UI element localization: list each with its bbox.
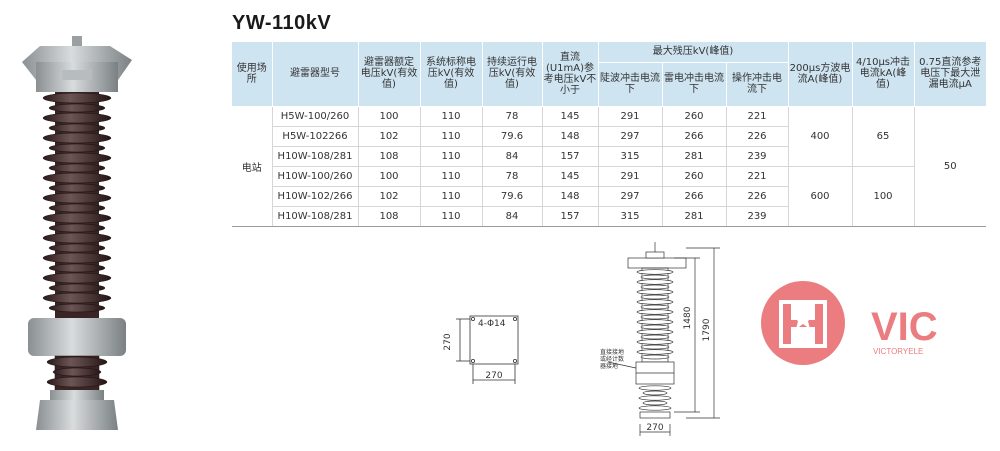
system-cell: 110: [420, 126, 483, 147]
header-switching: 操作冲击电流下: [726, 62, 789, 107]
cont-cell: 78: [482, 166, 543, 187]
header-model: 避雷器型号: [272, 42, 359, 107]
dc-cell: 157: [542, 146, 599, 167]
header-impulse: 4/10μs冲击电流kA(峰值): [852, 42, 915, 107]
square-wave-cell: 400: [788, 106, 853, 167]
lightning-cell: 260: [662, 166, 727, 187]
table-row: H10W-108/281 108 110 84 157 315 281 239: [232, 206, 986, 227]
switching-cell: 221: [726, 106, 789, 127]
dc-cell: 145: [542, 106, 599, 127]
steep-cell: 297: [598, 186, 663, 207]
rated-cell: 102: [358, 126, 421, 147]
logo-text: VIC: [871, 305, 938, 349]
rated-cell: 100: [358, 106, 421, 127]
elevation-dim-outer: 1790: [702, 318, 712, 341]
square-wave-cell: 600: [788, 166, 853, 227]
impulse-cell: 100: [852, 166, 915, 227]
switching-cell: 226: [726, 126, 789, 147]
header-system-voltage: 系统标称电压kV(有效值): [420, 42, 483, 107]
rated-cell: 102: [358, 186, 421, 207]
system-cell: 110: [420, 146, 483, 167]
steep-cell: 291: [598, 106, 663, 127]
table-row: H10W-102/266 102 110 79.6 148 297 266 22…: [232, 186, 986, 207]
elevation-dim-inner: 1480: [683, 306, 693, 329]
base-width-dim: 270: [485, 371, 502, 381]
grounding-note-line2: 或经计数: [600, 355, 624, 363]
table-row: H5W-102266 102 110 79.6 148 297 266 226: [232, 126, 986, 147]
header-dc-ref: 直流(U1mA)参考电压kV不小于: [542, 42, 599, 107]
dc-cell: 148: [542, 186, 599, 207]
table-row: H10W-108/281 108 110 84 157 315 281 239: [232, 146, 986, 167]
cont-cell: 79.6: [482, 186, 543, 207]
lightning-cell: 266: [662, 126, 727, 147]
model-cell: H5W-102266: [272, 126, 359, 147]
model-cell: H10W-108/281: [272, 146, 359, 167]
switching-cell: 239: [726, 146, 789, 167]
system-cell: 110: [420, 106, 483, 127]
logo-subtext: VICTORYELE: [873, 347, 923, 356]
system-cell: 110: [420, 186, 483, 207]
cont-cell: 79.6: [482, 126, 543, 147]
header-residual-group: 最大残压kV(峰值): [598, 42, 789, 63]
model-cell: H10W-102/266: [272, 186, 359, 207]
dc-cell: 157: [542, 206, 599, 227]
lightning-cell: 281: [662, 206, 727, 227]
system-cell: 110: [420, 206, 483, 227]
model-cell: H10W-108/281: [272, 206, 359, 227]
page-title: YW-110kV: [232, 12, 332, 34]
switching-cell: 239: [726, 206, 789, 227]
arrester-photo: [22, 36, 132, 430]
header-cont-voltage: 持续运行电压kV(有效值): [482, 42, 543, 107]
lightning-cell: 260: [662, 106, 727, 127]
system-cell: 110: [420, 166, 483, 187]
lightning-cell: 281: [662, 146, 727, 167]
table-row: H10W-100/260 100 110 78 145 291 260 221 …: [232, 166, 986, 227]
header-steep: 陡波冲击电流下: [598, 62, 663, 107]
switching-cell: 221: [726, 166, 789, 187]
impulse-cell: 65: [852, 106, 915, 167]
header-site: 使用场所: [232, 42, 273, 107]
header-lightning: 雷电冲击电流下: [662, 62, 727, 107]
header-rated-voltage: 避雷器额定电压kV(有效值): [358, 42, 421, 107]
spec-table: 使用场所 避雷器型号 避雷器额定电压kV(有效值) 系统标称电压kV(有效值) …: [232, 42, 986, 227]
header-square-wave: 200μs方波电流A(峰值): [788, 42, 853, 107]
cont-cell: 84: [482, 206, 543, 227]
dc-cell: 145: [542, 166, 599, 187]
table-row: 电站 H5W-100/260 100 110 78 145 291 260 22…: [232, 106, 986, 227]
rated-cell: 100: [358, 166, 421, 187]
steep-cell: 291: [598, 166, 663, 187]
hole-label: 4-Φ14: [478, 319, 506, 329]
switching-cell: 226: [726, 186, 789, 207]
grounding-note-line1: 直接接地: [600, 348, 624, 356]
model-cell: H10W-100/260: [272, 166, 359, 187]
elevation-base-dim: 270: [646, 423, 663, 433]
site-cell: 电站: [232, 106, 273, 227]
header-leakage: 0.75直流参考电压下最大泄漏电流μA: [914, 42, 986, 107]
cont-cell: 78: [482, 106, 543, 127]
rated-cell: 108: [358, 206, 421, 227]
base-height-dim: 270: [443, 333, 453, 350]
steep-cell: 315: [598, 146, 663, 167]
steep-cell: 315: [598, 206, 663, 227]
dc-cell: 148: [542, 126, 599, 147]
vic-logo: VIC VICTORYELE: [761, 281, 938, 365]
base-plate-drawing: [456, 315, 519, 384]
model-cell: H5W-100/260: [272, 106, 359, 127]
elevation-drawing: [607, 242, 720, 436]
steep-cell: 297: [598, 126, 663, 147]
grounding-note-line3: 器接地: [600, 362, 618, 370]
rated-cell: 108: [358, 146, 421, 167]
leakage-cell: 50: [914, 106, 986, 227]
lightning-cell: 266: [662, 186, 727, 207]
cont-cell: 84: [482, 146, 543, 167]
